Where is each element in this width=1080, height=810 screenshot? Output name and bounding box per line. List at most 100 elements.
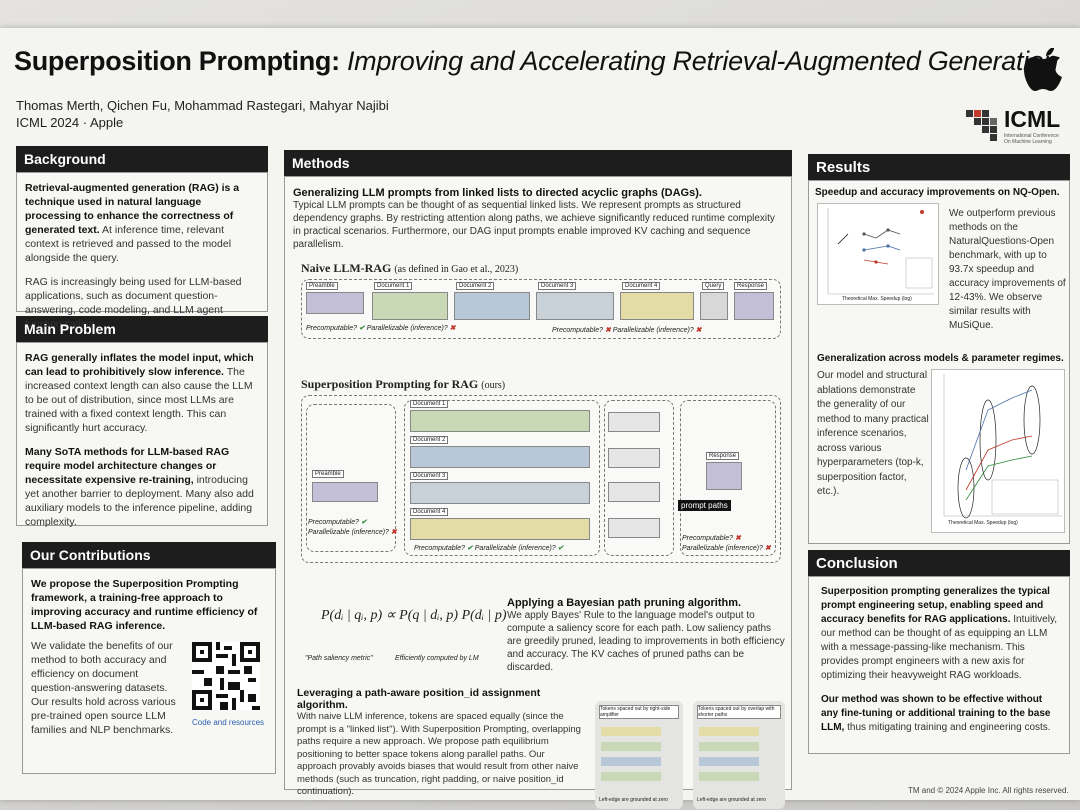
posid-bar xyxy=(601,727,661,736)
posid-bar xyxy=(601,757,661,766)
posid-bar xyxy=(699,757,759,766)
methods-gen-title: Generalizing LLM prompts from linked lis… xyxy=(293,187,702,199)
naive-label-doc2: Document 2 xyxy=(456,282,495,290)
naive-rag-diagram: Preamble Document 1 Document 2 Document … xyxy=(301,279,781,339)
contributions-p1: We propose the Superposition Prompting f… xyxy=(31,578,258,632)
posid-bar xyxy=(699,727,759,736)
check-icon: ✔ xyxy=(557,545,564,552)
main-problem-heading: Main Problem xyxy=(16,316,268,342)
background-section: Retrieval-augmented generation (RAG) is … xyxy=(16,172,268,330)
check-icon: ✔ xyxy=(358,325,365,332)
naive-label-response: Response xyxy=(734,282,768,290)
naive-block-query xyxy=(700,292,728,320)
poster: Superposition Prompting: Improving and A… xyxy=(0,28,1080,809)
results-column: Results Speedup and accuracy improvement… xyxy=(808,154,1070,754)
left-column: Background Retrieval-augmented generatio… xyxy=(16,146,268,529)
posid-figure-right: Tokens spaced out by overlap with shorte… xyxy=(693,701,785,809)
sp-block-preamble xyxy=(312,482,378,502)
speedup-plot-xlabel: Theoretical Max. Speedup (log) xyxy=(842,296,912,302)
naive-block-doc1 xyxy=(372,292,448,320)
contributions-section: We propose the Superposition Prompting f… xyxy=(22,568,276,774)
conclusion-p1-bold: Superposition prompting generalizes the … xyxy=(821,586,1050,625)
icml-logo: ICML International Conference On Machine… xyxy=(964,106,1064,150)
conclusion-paragraph-1: Superposition prompting generalizes the … xyxy=(821,585,1057,683)
naive-precomputable-label-2: Precomputable? xyxy=(552,327,603,334)
title-main: Superposition Prompting: xyxy=(14,46,340,76)
background-heading: Background xyxy=(16,146,268,172)
sp-precomputable-label-3: Precomputable? xyxy=(682,535,733,542)
naive-block-preamble xyxy=(306,292,364,314)
posid-right-top: Tokens spaced out by overlap with shorte… xyxy=(697,705,781,719)
apple-logo-icon xyxy=(1024,48,1062,91)
main-problem-p2-rest: introducing yet another barrier to deplo… xyxy=(25,474,254,528)
bayes-text: We apply Bayes' Rule to the language mod… xyxy=(507,610,785,673)
naive-rag-title-row: Naive LLM-RAG (as defined in Gao et al.,… xyxy=(301,261,518,276)
sp-block-query-4 xyxy=(608,518,660,538)
naive-block-response xyxy=(734,292,774,320)
posid-right-bars xyxy=(699,727,759,781)
conclusion-section: Superposition prompting generalizes the … xyxy=(808,576,1070,754)
main-problem-paragraph-1: RAG generally inflates the model input, … xyxy=(25,351,259,435)
generalization-plot: Theoretical Max. Speedup (log) xyxy=(931,369,1065,533)
sp-block-doc3 xyxy=(410,482,590,504)
methods-column: Methods Generalizing LLM prompts from li… xyxy=(284,150,792,809)
venue: ICML 2024 · Apple xyxy=(16,115,124,130)
generalization-text: Our model and structural ablations demon… xyxy=(817,370,929,497)
superpos-ref: (ours) xyxy=(481,380,506,391)
bayes-note-right: Efficiently computed by LM xyxy=(395,655,479,662)
sp-block-query-2 xyxy=(608,448,660,468)
speedup-text: We outperform previous methods on the Na… xyxy=(949,208,1066,331)
qr-code-label[interactable]: Code and resources xyxy=(192,718,265,727)
conclusion-p1-rest: Intuitively, our method can be thought o… xyxy=(821,614,1058,681)
sp-block-doc1 xyxy=(410,410,590,432)
qr-code-icon[interactable] xyxy=(192,642,260,710)
speedup-plot: Theoretical Max. Speedup (log) xyxy=(817,203,939,305)
posid-figure-left: Tokens spaced out by right-side amplifie… xyxy=(595,701,683,809)
posid-text: With naive LLM inference, tokens are spa… xyxy=(297,711,581,797)
contributions-paragraph-1: We propose the Superposition Prompting f… xyxy=(31,577,267,633)
background-p1-bold: Retrieval-augmented generation (RAG) is … xyxy=(25,182,240,236)
cross-icon: ✖ xyxy=(734,535,741,542)
authors: Thomas Merth, Qichen Fu, Mohammad Rasteg… xyxy=(16,98,389,113)
title-sub: Improving and Accelerating Retrieval-Aug… xyxy=(346,46,1059,76)
copyright-footer: TM and © 2024 Apple Inc. All rights rese… xyxy=(908,786,1069,795)
cross-icon: ✖ xyxy=(604,327,611,334)
sp-block-doc2 xyxy=(410,446,590,468)
naive-precomputable-label: Precomputable? xyxy=(306,325,357,332)
posid-bar xyxy=(601,772,661,781)
naive-label-preamble: Preamble xyxy=(306,282,338,290)
main-problem-section: RAG generally inflates the model input, … xyxy=(16,342,268,529)
posid-bar xyxy=(699,772,759,781)
sp-status-mid: Precomputable? ✔ Parallelizable (inferen… xyxy=(414,544,564,552)
icml-mark-icon xyxy=(966,110,997,141)
superpos-title: Superposition Prompting for RAG xyxy=(301,377,479,391)
naive-status-right: Precomputable? ✖ Parallelizable (inferen… xyxy=(552,326,702,334)
conclusion-paragraph-2: Our method was shown to be effective wit… xyxy=(821,693,1057,735)
main-problem-paragraph-2: Many SoTA methods for LLM-based RAG requ… xyxy=(25,445,259,529)
naive-rag-title: Naive LLM-RAG xyxy=(301,261,392,275)
conclusion-p2-rest: thus mitigating training and engineering… xyxy=(847,722,1051,733)
sp-parallel-label: Parallelizable (inference)? xyxy=(308,529,389,536)
sp-precomputable-label: Precomputable? xyxy=(308,519,359,526)
conclusion-heading: Conclusion xyxy=(808,550,1070,576)
naive-parallel-label-2: Parallelizable (inference)? xyxy=(612,327,694,334)
posid-left-bottom: Left-edge are grounded at zero xyxy=(599,797,668,803)
cross-icon: ✖ xyxy=(695,327,702,334)
contributions-column: Our Contributions We propose the Superpo… xyxy=(22,542,276,774)
methods-gen-text: Typical LLM prompts can be thought of as… xyxy=(293,200,775,250)
icml-subtitle: International Conference On Machine Lear… xyxy=(1004,133,1059,145)
sp-block-query-1 xyxy=(608,412,660,432)
sp-label-doc3: Document 3 xyxy=(410,472,449,480)
naive-rag-ref: (as defined in Gao et al., 2023) xyxy=(394,264,519,275)
cross-icon: ✖ xyxy=(390,529,397,536)
background-paragraph-1: Retrieval-augmented generation (RAG) is … xyxy=(25,181,259,265)
generalization-plot-xlabel: Theoretical Max. Speedup (log) xyxy=(948,520,1018,526)
background-p1-rest: At inference time, relevant context is r… xyxy=(25,224,232,264)
sp-block-doc4 xyxy=(410,518,590,540)
naive-label-doc3: Document 3 xyxy=(538,282,577,290)
generalization-title: Generalization across models & parameter… xyxy=(817,353,1064,364)
check-icon: ✔ xyxy=(360,519,367,526)
sp-block-response xyxy=(706,462,742,490)
sp-block-query-3 xyxy=(608,482,660,502)
sp-label-doc1: Document 1 xyxy=(410,400,449,408)
